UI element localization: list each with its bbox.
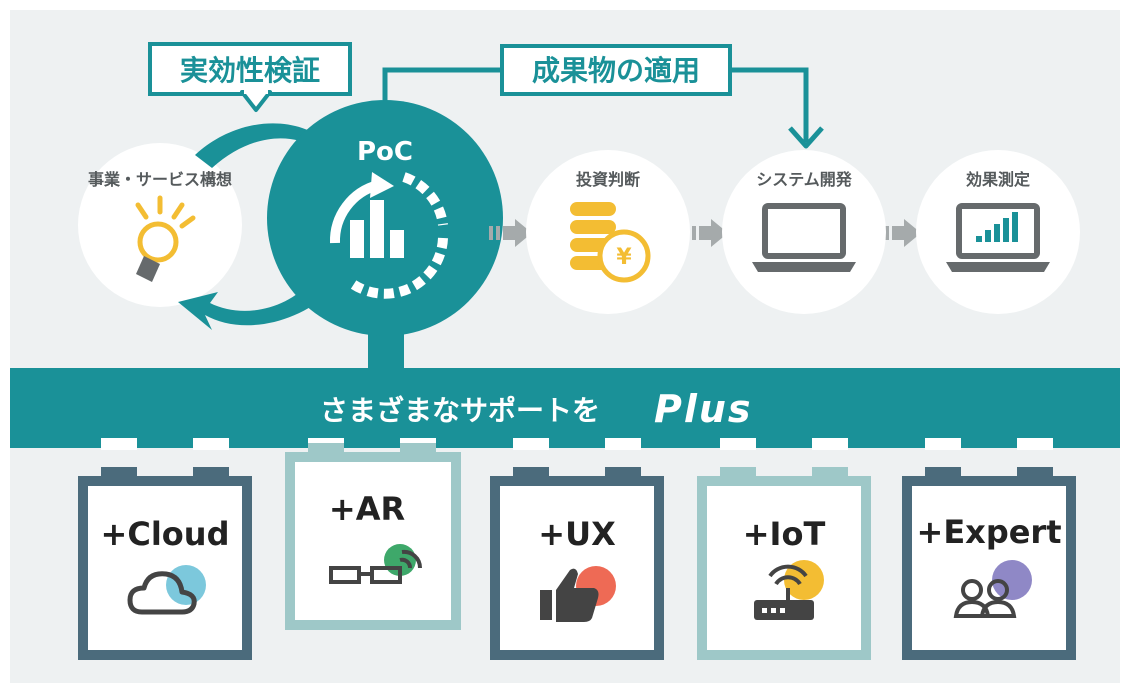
laptop-chart-icon bbox=[946, 203, 1050, 272]
plus-item-label: +UX bbox=[538, 515, 616, 553]
plus-item-cloud: +Cloud bbox=[78, 438, 252, 660]
svg-text:¥: ¥ bbox=[616, 245, 632, 270]
ar-glasses-icon bbox=[329, 544, 423, 584]
coins-yen-icon: ¥ bbox=[570, 202, 651, 283]
router-icon bbox=[754, 560, 824, 620]
thumbs-up-icon bbox=[540, 566, 616, 622]
support-label: さまざまなサポートを bbox=[320, 394, 600, 427]
laptop-icon bbox=[752, 203, 856, 272]
apply-label: 成果物の適用 bbox=[532, 54, 700, 87]
plus-item-iot: +IoT bbox=[697, 438, 871, 660]
cloud-icon bbox=[127, 565, 206, 615]
plus-item-label: +Expert bbox=[917, 513, 1062, 551]
plus-item-label: +Cloud bbox=[101, 515, 230, 553]
poc-title: PoC bbox=[357, 137, 413, 167]
plus-banner: さまざまなサポートを Plus bbox=[10, 368, 1120, 448]
people-icon bbox=[953, 560, 1032, 618]
bar-chart-cycle-icon bbox=[329, 172, 448, 299]
plan-label: 事業・サービス構想 bbox=[88, 170, 232, 189]
plus-item-ar: +AR bbox=[285, 438, 461, 630]
step-system: システム開発 bbox=[722, 150, 886, 314]
step-invest: 投資判断 ¥ bbox=[526, 150, 690, 314]
step-effect: 効果測定 bbox=[916, 150, 1080, 314]
plus-wordmark: Plus bbox=[654, 387, 753, 431]
plus-item-ux: +UX bbox=[490, 438, 664, 660]
verification-callout: 実効性検証 bbox=[148, 42, 352, 112]
apply-callout: 成果物の適用 bbox=[500, 44, 732, 96]
plus-item-expert: +Expert bbox=[902, 438, 1076, 660]
step-plan: 事業・サービス構想 bbox=[78, 143, 242, 307]
verification-label: 実効性検証 bbox=[180, 54, 320, 87]
effect-label: 効果測定 bbox=[966, 170, 1030, 189]
flow-arrow-1 bbox=[489, 219, 532, 247]
lightbulb-icon bbox=[135, 195, 196, 263]
system-label: システム開発 bbox=[756, 170, 853, 189]
invest-label: 投資判断 bbox=[576, 170, 640, 189]
plus-item-label: +AR bbox=[329, 490, 405, 528]
plus-item-label: +IoT bbox=[743, 515, 826, 553]
step-poc: PoC bbox=[267, 100, 503, 336]
